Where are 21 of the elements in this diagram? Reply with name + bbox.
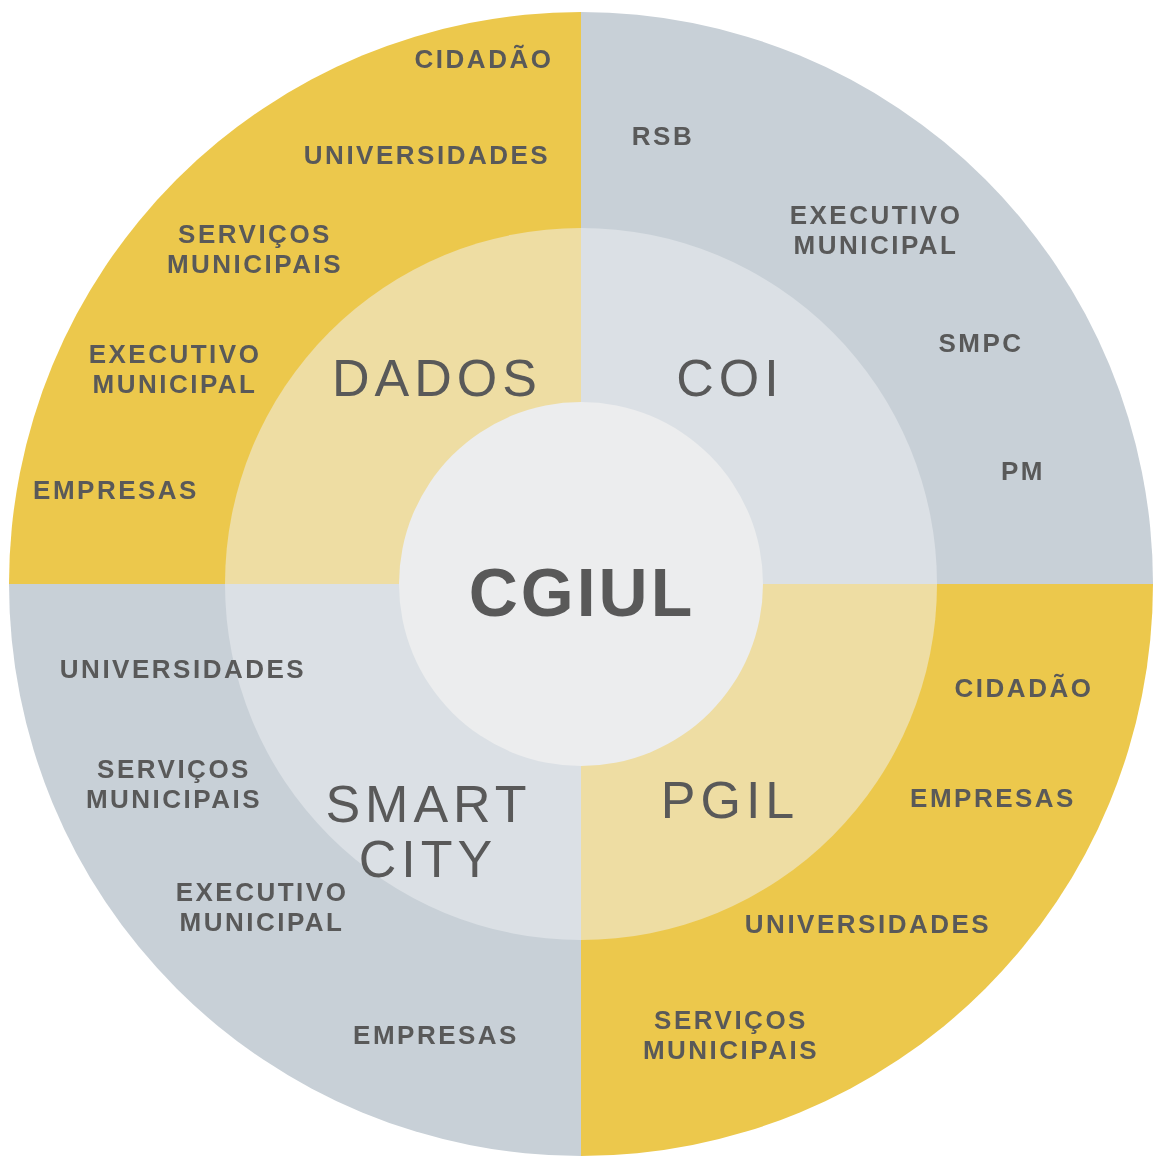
- stakeholder-label: SERVIÇOS MUNICIPAIS: [85, 755, 263, 815]
- stakeholder-label: UNIVERSIDADES: [59, 655, 307, 685]
- stakeholder-label: SERVIÇOS MUNICIPAIS: [642, 1006, 820, 1066]
- segment-title: PGIL: [660, 772, 800, 828]
- stakeholder-label: CIDADÃO: [954, 674, 1094, 704]
- stakeholder-label: UNIVERSIDADES: [303, 141, 551, 171]
- stakeholder-label: SERVIÇOS MUNICIPAIS: [166, 220, 344, 280]
- stakeholder-label: SMPC: [938, 329, 1024, 359]
- center-circle: [399, 402, 763, 766]
- stakeholder-label: EMPRESAS: [33, 476, 199, 506]
- stakeholder-label: PM: [1001, 457, 1045, 487]
- stakeholder-label: RSB: [631, 122, 695, 152]
- center-title: CGIUL: [468, 552, 696, 632]
- stakeholder-label: EXECUTIVO MUNICIPAL: [789, 201, 963, 261]
- stakeholder-label: EMPRESAS: [353, 1021, 519, 1051]
- segment-title: COI: [676, 350, 784, 406]
- stakeholder-label: EMPRESAS: [910, 784, 1076, 814]
- stakeholder-label: CIDADÃO: [414, 45, 554, 75]
- stakeholder-label: UNIVERSIDADES: [744, 910, 992, 940]
- segment-title: DADOS: [332, 350, 542, 406]
- stakeholder-label: EXECUTIVO MUNICIPAL: [88, 340, 262, 400]
